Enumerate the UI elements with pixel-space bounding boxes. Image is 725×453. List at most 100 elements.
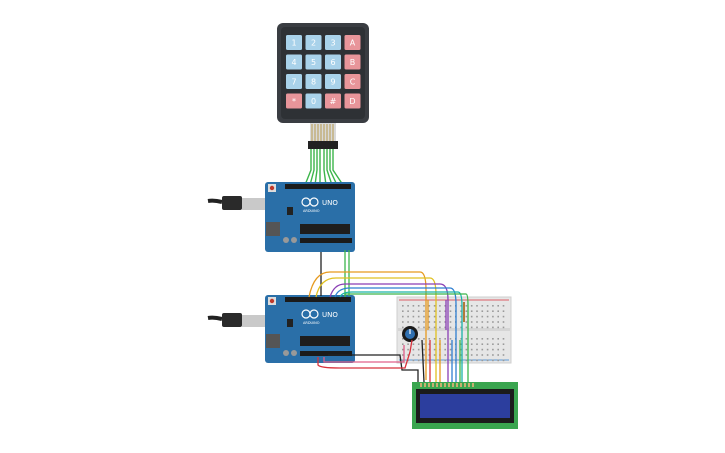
breadboard-hole bbox=[439, 326, 441, 329]
breadboard-hole bbox=[417, 310, 420, 312]
breadboard-hole bbox=[502, 338, 505, 340]
breadboard-hole bbox=[465, 321, 468, 323]
breadboard-hole bbox=[492, 338, 494, 340]
keypad-key[interactable] bbox=[286, 54, 302, 70]
keypad-key[interactable] bbox=[344, 54, 361, 70]
breadboard-hole bbox=[465, 315, 468, 318]
potentiometer-icon[interactable] bbox=[402, 326, 418, 342]
breadboard-hole bbox=[444, 338, 446, 340]
keypad-key[interactable] bbox=[286, 93, 302, 109]
breadboard-hole bbox=[492, 321, 494, 323]
breadboard-hole bbox=[481, 348, 484, 351]
breadboard-hole bbox=[402, 321, 404, 323]
breadboard-hole bbox=[486, 348, 489, 351]
breadboard-hole bbox=[492, 315, 494, 318]
breadboard-hole bbox=[433, 321, 436, 323]
breadboard-hole bbox=[407, 354, 409, 356]
breadboard-hole bbox=[423, 305, 425, 307]
chip-small bbox=[287, 319, 293, 327]
breadboard-hole bbox=[492, 359, 494, 362]
keypad-header-connector[interactable] bbox=[308, 141, 338, 149]
breadboard-hole bbox=[444, 305, 446, 307]
breadboard-hole bbox=[465, 305, 468, 307]
analog-header bbox=[300, 238, 352, 243]
keypad-ribbon bbox=[310, 123, 336, 141]
breadboard-hole bbox=[433, 315, 436, 318]
breadboard-hole bbox=[449, 315, 452, 318]
breadboard-hole bbox=[502, 359, 505, 362]
breadboard-hole bbox=[460, 310, 462, 312]
keypad-key-label: C bbox=[350, 78, 356, 87]
breadboard-hole bbox=[465, 354, 468, 356]
keypad-key-label: B bbox=[350, 58, 356, 67]
breadboard-hole bbox=[481, 359, 484, 362]
breadboard-hole bbox=[402, 354, 404, 356]
breadboard-hole bbox=[465, 310, 468, 312]
breadboard-hole bbox=[423, 321, 425, 323]
usb-cable-icon bbox=[207, 313, 266, 327]
breadboard-hole bbox=[417, 343, 420, 345]
arduino-logo-icon bbox=[301, 197, 319, 207]
breadboard-hole bbox=[412, 305, 415, 307]
breadboard-hole bbox=[486, 354, 489, 356]
breadboard-hole bbox=[481, 315, 484, 318]
breadboard-hole bbox=[417, 321, 420, 323]
breadboard-hole bbox=[449, 343, 452, 345]
breadboard-hole bbox=[502, 321, 505, 323]
interconnect-wires[interactable] bbox=[308, 250, 469, 383]
keypad-wires[interactable] bbox=[304, 149, 344, 186]
breadboard-hole bbox=[428, 343, 431, 345]
breadboard-hole bbox=[476, 326, 478, 329]
breadboard-hole bbox=[502, 305, 505, 307]
breadboard-hole bbox=[476, 343, 478, 345]
keypad-ribbon-lines bbox=[311, 124, 334, 141]
breadboard-hole bbox=[470, 354, 473, 356]
breadboard-hole bbox=[470, 343, 473, 345]
breadboard-hole bbox=[481, 310, 484, 312]
keypad-key[interactable] bbox=[344, 93, 361, 109]
breadboard-hole bbox=[417, 359, 420, 362]
breadboard-hole bbox=[486, 315, 489, 318]
breadboard-hole bbox=[476, 348, 478, 351]
keypad-key[interactable] bbox=[325, 35, 341, 50]
board-brand-text: ARDUINO bbox=[303, 321, 320, 325]
breadboard-hole bbox=[492, 343, 494, 345]
breadboard-hole bbox=[423, 326, 425, 329]
breadboard-hole bbox=[402, 348, 404, 351]
breadboard-hole bbox=[428, 305, 431, 307]
breadboard-hole bbox=[460, 343, 462, 345]
breadboard-hole bbox=[433, 354, 436, 356]
breadboard-hole bbox=[481, 305, 484, 307]
breadboard-hole bbox=[460, 326, 462, 329]
arduino-uno-top[interactable]: UNO ARDUINO bbox=[207, 182, 355, 252]
keypad-key[interactable] bbox=[286, 35, 302, 50]
breadboard-holes bbox=[402, 305, 505, 362]
keypad-key[interactable] bbox=[286, 74, 302, 89]
keypad-key[interactable] bbox=[305, 54, 322, 70]
breadboard-hole bbox=[412, 343, 415, 345]
breadboard-hole bbox=[449, 305, 452, 307]
power-jack bbox=[266, 222, 280, 236]
keypad-key[interactable] bbox=[325, 54, 341, 70]
breadboard-hole bbox=[433, 343, 436, 345]
keypad-key[interactable] bbox=[305, 35, 322, 50]
breadboard-hole bbox=[502, 343, 505, 345]
keypad-key[interactable] bbox=[305, 93, 322, 109]
breadboard-hole bbox=[460, 348, 462, 351]
keypad-key-label: 1 bbox=[291, 39, 296, 48]
breadboard-hole bbox=[470, 338, 473, 340]
breadboard-hole bbox=[497, 348, 499, 351]
keypad-key[interactable] bbox=[344, 35, 361, 50]
arduino-uno-bottom[interactable]: UNO ARDUINO bbox=[207, 295, 355, 363]
breadboard-hole bbox=[497, 321, 499, 323]
lcd-16x2[interactable] bbox=[412, 382, 518, 429]
keypad-key[interactable] bbox=[305, 74, 322, 89]
keypad-key[interactable] bbox=[344, 74, 361, 89]
breadboard-hole bbox=[470, 310, 473, 312]
keypad-key[interactable] bbox=[325, 74, 341, 89]
breadboard-hole bbox=[417, 348, 420, 351]
breadboard-hole bbox=[486, 305, 489, 307]
breadboard-hole bbox=[428, 310, 431, 312]
keypad-key[interactable] bbox=[325, 93, 341, 109]
